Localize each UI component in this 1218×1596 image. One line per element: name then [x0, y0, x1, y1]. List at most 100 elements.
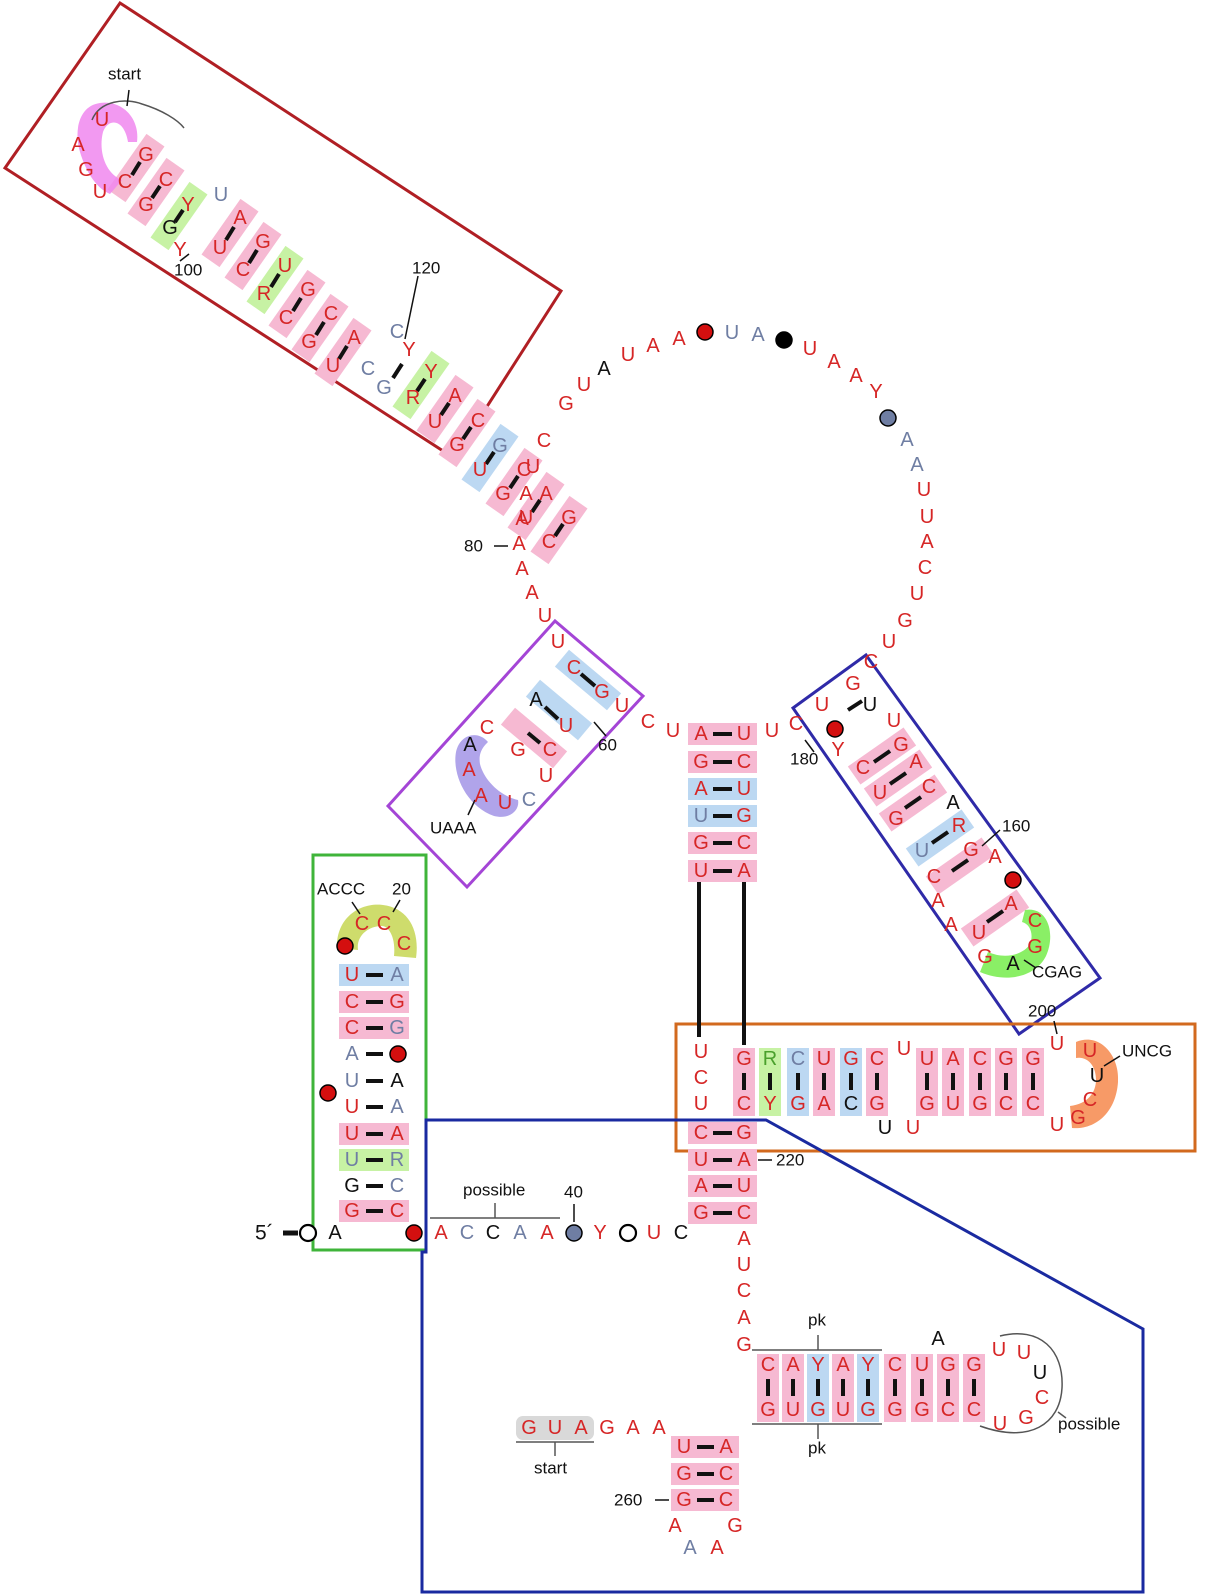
nucleotide: G	[693, 832, 709, 854]
nucleotide: C	[1035, 1387, 1049, 1409]
nucleotide: U	[539, 765, 553, 787]
nucleotide: Y	[831, 739, 844, 761]
nucleotide: G	[963, 839, 979, 861]
nucleotide: Y	[861, 1354, 874, 1376]
nucleotide: C	[118, 171, 132, 193]
nucleotide: A	[946, 792, 960, 814]
label-pk-bottom: pk	[808, 1439, 826, 1458]
loop-highlight-uncg	[1070, 1039, 1119, 1129]
nucleotide: G	[676, 1489, 692, 1511]
nucleotide: C	[361, 358, 375, 380]
nucleotide: U	[972, 922, 986, 944]
domain-box-hairpin-100	[2, 0, 564, 461]
label-uaaa: UAAA	[430, 819, 477, 838]
nucleotide: U	[326, 355, 340, 377]
nucleotide: U	[887, 710, 901, 732]
nucleotide: U	[863, 694, 877, 716]
nucleotide: C	[737, 832, 751, 854]
nucleotide: A	[1004, 893, 1018, 915]
label-160: 160	[1002, 817, 1030, 836]
nucleotide: C	[1026, 1093, 1040, 1115]
red-dot	[389, 1045, 407, 1063]
nucleotide: U	[897, 1038, 911, 1060]
label-start-bottom: start	[534, 1459, 567, 1478]
label-20: 20	[392, 880, 411, 899]
nucleotide: U	[345, 1123, 359, 1145]
nucleotide: C	[864, 651, 878, 673]
nucleotide: A	[737, 1228, 751, 1250]
nucleotide: C	[324, 303, 338, 325]
bond	[553, 522, 565, 538]
five-prime-open-circle	[298, 1223, 318, 1243]
five-prime-label: 5´	[255, 1222, 274, 1245]
nucleotide: U	[992, 1339, 1006, 1361]
nucleotide: A	[390, 1070, 404, 1092]
bond	[269, 272, 281, 289]
tick-start-top	[126, 89, 130, 107]
nucleotide: C	[460, 1222, 474, 1244]
nucleotide: G	[860, 1399, 876, 1421]
nucleotide: C	[737, 1093, 751, 1115]
nucleotide: U	[836, 1399, 850, 1421]
loop-highlight-start	[77, 102, 138, 194]
nucleotide: A	[597, 358, 611, 380]
red-dot	[826, 720, 844, 738]
nucleotide: C	[791, 1048, 805, 1070]
nucleotide: G	[760, 1399, 776, 1421]
bond	[415, 377, 427, 393]
nucleotide: C	[844, 1093, 858, 1115]
nucleotide: G	[558, 393, 574, 415]
nucleotide: U	[345, 964, 359, 986]
label-200: 200	[1028, 1002, 1056, 1021]
nucleotide: A	[672, 328, 686, 350]
nucleotide: G	[897, 610, 913, 632]
label-40: 40	[564, 1183, 583, 1202]
nucleotide: C	[918, 557, 932, 579]
nucleotide: C	[486, 1222, 500, 1244]
bond	[888, 771, 908, 786]
nucleotide: A	[910, 454, 924, 476]
nucleotide: C	[345, 991, 359, 1013]
nucleotide: G	[845, 673, 861, 695]
nucleotide: U	[428, 411, 442, 433]
label-start-top: start	[108, 65, 141, 84]
nucleotide: C	[941, 1399, 955, 1421]
nucleotide: A	[462, 759, 476, 781]
bond	[173, 208, 185, 224]
nucleotide: G	[893, 734, 909, 756]
label-possible-right: possible	[1058, 1415, 1120, 1434]
nucleotide: G	[1027, 936, 1043, 958]
bond	[508, 474, 520, 490]
bond	[484, 450, 496, 466]
nucleotide: U	[765, 720, 779, 742]
nucleotide: A	[683, 1537, 697, 1559]
nucleotide: U	[1017, 1342, 1031, 1364]
nucleotide: U	[345, 1149, 359, 1171]
nucleotide: U	[1033, 1362, 1047, 1384]
nucleotide: A	[900, 429, 914, 451]
nucleotide: C	[480, 717, 494, 739]
open-circle	[618, 1223, 638, 1243]
nucleotide: C	[967, 1399, 981, 1421]
bond	[337, 344, 349, 361]
domain-box-3prime-region	[420, 1118, 1145, 1594]
nucleotide: A	[233, 207, 247, 229]
bond	[579, 672, 597, 688]
label-60: 60	[598, 736, 617, 755]
nucleotide: G	[344, 1175, 360, 1197]
bond	[903, 795, 923, 810]
nucleotide: Y	[763, 1093, 776, 1115]
nucleotide: C	[922, 776, 936, 798]
nucleotide: G	[790, 1093, 806, 1115]
nucleotide: U	[548, 1417, 562, 1439]
nucleotide: A	[390, 964, 404, 986]
nucleotide: A	[920, 531, 934, 553]
nucleotide: A	[737, 1307, 751, 1329]
nucleotide: U	[93, 181, 107, 203]
nucleotide: G	[727, 1515, 743, 1537]
tick-cgag	[1023, 959, 1037, 969]
nucleotide: C	[856, 757, 870, 779]
nucleotide: G	[138, 144, 154, 166]
